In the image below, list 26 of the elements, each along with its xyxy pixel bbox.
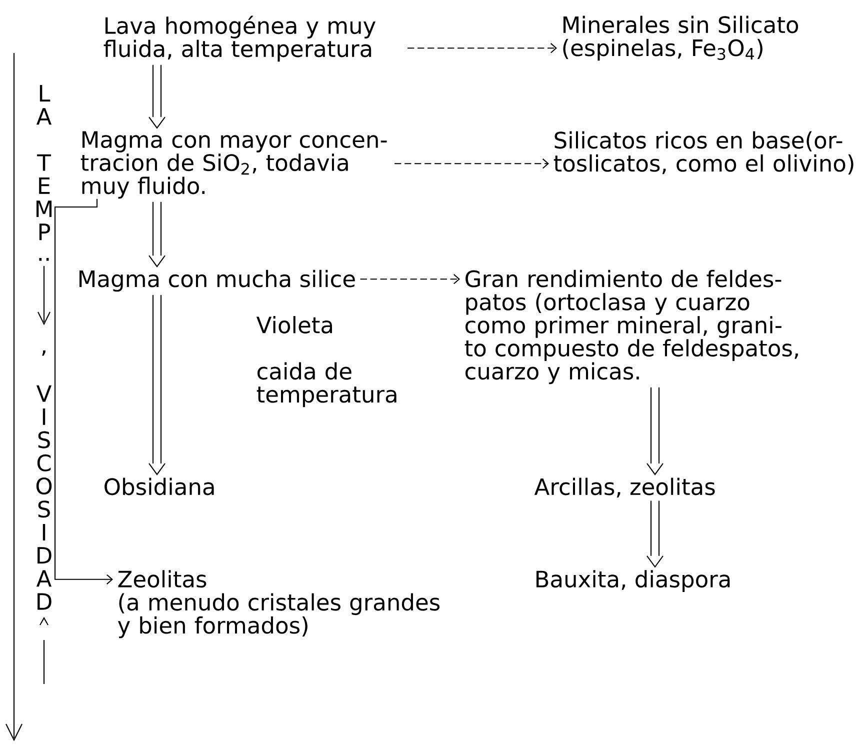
elbow-arrow — [54, 198, 113, 584]
flow-text: Magma con mucha silice — [80, 270, 355, 292]
double-arrow — [646, 386, 664, 476]
flow-text: Silicatos ricos en base(or- toslicatos, como el olivino) — [554, 131, 854, 174]
dashed-arrow — [408, 43, 557, 54]
double-arrow — [148, 64, 166, 129]
flow-text: Lava homogénea y muy fluida, alta temperatura — [104, 16, 376, 62]
vertical-text: TEMP — [36, 154, 52, 240]
text-label: Violeta — [256, 316, 332, 334]
flow-text: Bauxita, diaspora — [536, 570, 730, 592]
dashed-arrow — [360, 274, 460, 284]
flow-text: Zeolitas (a menudo cristales grandes y bien formados) — [118, 570, 440, 638]
vertical-text: LA — [36, 85, 52, 125]
text-label: caida de temperatura — [256, 362, 396, 408]
dashed-arrow — [394, 158, 549, 169]
flow-text: Obsidiana — [104, 478, 214, 496]
text-label: .. — [39, 258, 49, 261]
flow-text: Minerales sin Silicato (espinelas, Fe$_{3}$O$_{4}$) — [563, 16, 798, 61]
flow-text: Gran rendimiento de feldes- patos (ortoclasa y cuarzo como primer mineral, grani- to compuesto de feldespatos, cuarzo y micas. — [464, 270, 798, 384]
flow-text: Magma con mayor concen- tracion de SiO$_{2}$, todavia muy fluido. — [80, 131, 387, 199]
double-arrow — [148, 201, 166, 268]
double-arrow — [148, 294, 166, 476]
vertical-text: VISCOSIDAD — [36, 385, 52, 610]
flow-text: Arcillas, zeolitas — [534, 478, 715, 498]
double-arrow — [646, 500, 664, 568]
text-label: , — [42, 350, 46, 356]
